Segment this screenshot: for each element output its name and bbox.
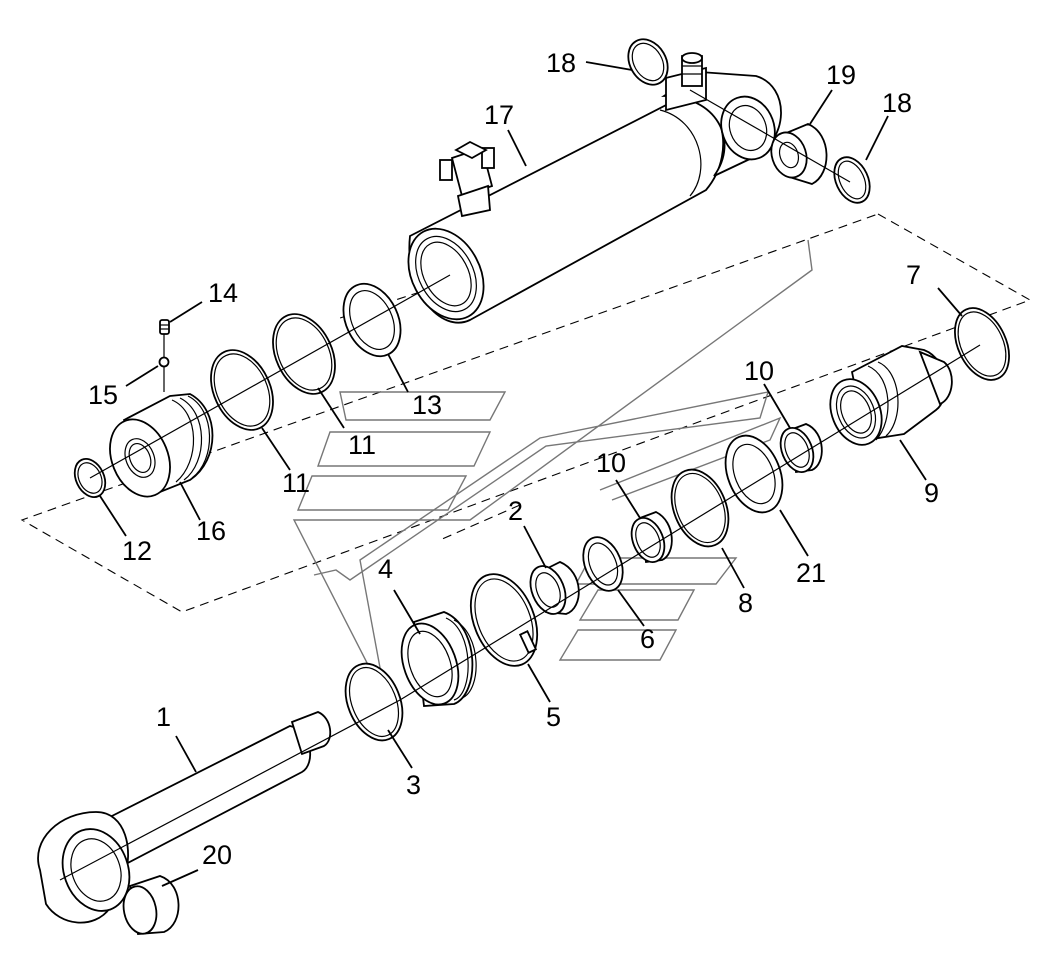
ring-6[interactable] [576, 531, 630, 596]
seal-11-upper[interactable] [261, 304, 347, 404]
set-screw-14[interactable] [159, 319, 170, 335]
callout-4: 4 [378, 554, 393, 584]
seal-kit-bracket [292, 239, 813, 701]
leader-lines [99, 61, 963, 887]
callout-12: 12 [122, 536, 152, 566]
callout-10-right: 10 [744, 356, 774, 386]
bushing-20[interactable] [119, 875, 180, 937]
callout-15: 15 [88, 380, 118, 410]
snap-ring-18-right[interactable] [827, 151, 876, 208]
callout-18-top: 18 [546, 48, 576, 78]
wiper-10-left[interactable] [625, 511, 673, 567]
ring-7[interactable] [944, 299, 1020, 388]
callout-7: 7 [906, 260, 921, 290]
ring-21[interactable] [715, 427, 793, 521]
o-ring-8[interactable] [661, 461, 739, 555]
cylinder-barrel[interactable] [393, 52, 783, 332]
callout-2: 2 [508, 496, 523, 526]
callout-16: 16 [196, 516, 226, 546]
callout-10-left: 10 [596, 448, 626, 478]
wiper-10-right[interactable] [774, 423, 823, 477]
callout-19: 19 [826, 60, 856, 90]
bushing-19[interactable] [766, 123, 828, 185]
callout-9: 9 [924, 478, 939, 508]
callout-17: 17 [484, 100, 514, 130]
callout-8: 8 [738, 588, 753, 618]
piston-16[interactable] [99, 393, 214, 506]
snap-ring-18-top[interactable] [620, 32, 675, 92]
callout-labels: 18 17 19 18 14 15 7 10 13 11 11 12 16 9 … [88, 48, 939, 870]
dashed-group-outline [20, 213, 1032, 613]
callout-20: 20 [202, 840, 232, 870]
callout-21: 21 [796, 558, 826, 588]
snap-ring-5[interactable] [458, 564, 550, 675]
callout-11-upper: 11 [348, 430, 376, 460]
rod-gland-9[interactable] [821, 345, 953, 453]
callout-18-right: 18 [882, 88, 912, 118]
ball-15[interactable] [158, 334, 170, 392]
assembly-axis-lines [59, 89, 981, 881]
callout-14: 14 [208, 278, 238, 308]
callout-13: 13 [412, 390, 442, 420]
snap-ring-3[interactable] [335, 655, 413, 749]
callout-11-lower: 11 [282, 468, 310, 498]
callout-3: 3 [406, 770, 421, 800]
callout-6: 6 [640, 624, 655, 654]
wear-ring-13[interactable] [332, 275, 411, 366]
callout-5: 5 [546, 702, 561, 732]
callout-1: 1 [156, 702, 171, 732]
piston-rod-1[interactable] [37, 711, 332, 924]
bushing-2[interactable] [524, 561, 580, 619]
